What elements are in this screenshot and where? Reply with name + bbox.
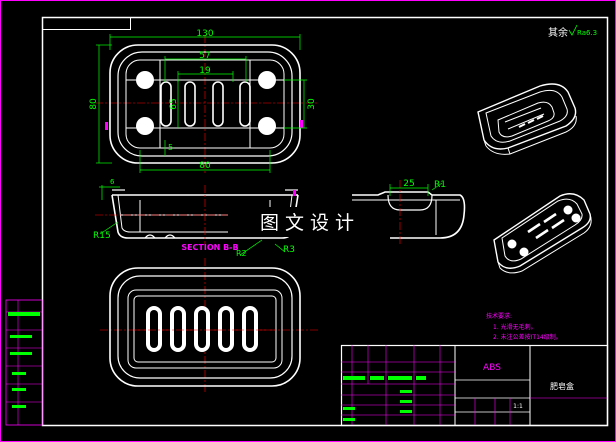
isometric-view-bottom xyxy=(493,193,592,274)
left-margin-table xyxy=(5,299,43,426)
roughness-note: 其余 Ra6.3 xyxy=(548,24,597,39)
dim-57: 57 xyxy=(199,51,210,61)
roughness-value: Ra6.3 xyxy=(577,29,597,37)
dim-130: 130 xyxy=(196,29,213,39)
side-view: 25 R1 xyxy=(352,179,466,245)
drawing-frame xyxy=(41,16,609,427)
part-name: 肥皂盒 xyxy=(550,381,574,391)
roughness-label: 其余 xyxy=(548,26,568,39)
dim-5: 5 xyxy=(168,143,173,152)
drawing-number-box xyxy=(42,17,131,30)
watermark-text: 图 文 设 计 xyxy=(260,212,354,234)
title-block: ABS 肥皂盒 1:1 xyxy=(340,344,609,427)
radius-r3: R3 xyxy=(283,245,295,255)
bottom-view xyxy=(100,258,318,392)
technical-requirements: 技术要求: 1. 光滑无毛刺。 2. 未注公差按IT14级制。 xyxy=(486,312,562,341)
dim-25: 25 xyxy=(403,179,414,189)
dim-6: 6 xyxy=(110,178,115,186)
isometric-view-top xyxy=(477,83,577,155)
tech-req-item-2: 2. 未注公差按IT14级制。 xyxy=(493,333,562,341)
top-view: 130 57 19 80 65 30 80 5 xyxy=(89,29,318,175)
radius-r15: R15 xyxy=(93,231,111,241)
material: ABS xyxy=(483,363,501,373)
dim-80-vertical: 80 xyxy=(89,98,99,110)
radius-r1: R1 xyxy=(434,180,446,190)
scale: 1:1 xyxy=(513,403,523,410)
tech-req-title: 技术要求: xyxy=(486,312,512,320)
section-label: SECTION B-B xyxy=(181,243,238,252)
dim-19: 19 xyxy=(199,66,211,76)
watermark: 图 文 设 计 xyxy=(228,207,386,237)
dim-30: 30 xyxy=(307,98,317,110)
dim-65: 65 xyxy=(169,98,179,109)
tech-req-item-1: 1. 光滑无毛刺。 xyxy=(493,323,537,331)
dim-80-horizontal: 80 xyxy=(199,161,211,171)
radius-r2: R2 xyxy=(236,249,247,258)
